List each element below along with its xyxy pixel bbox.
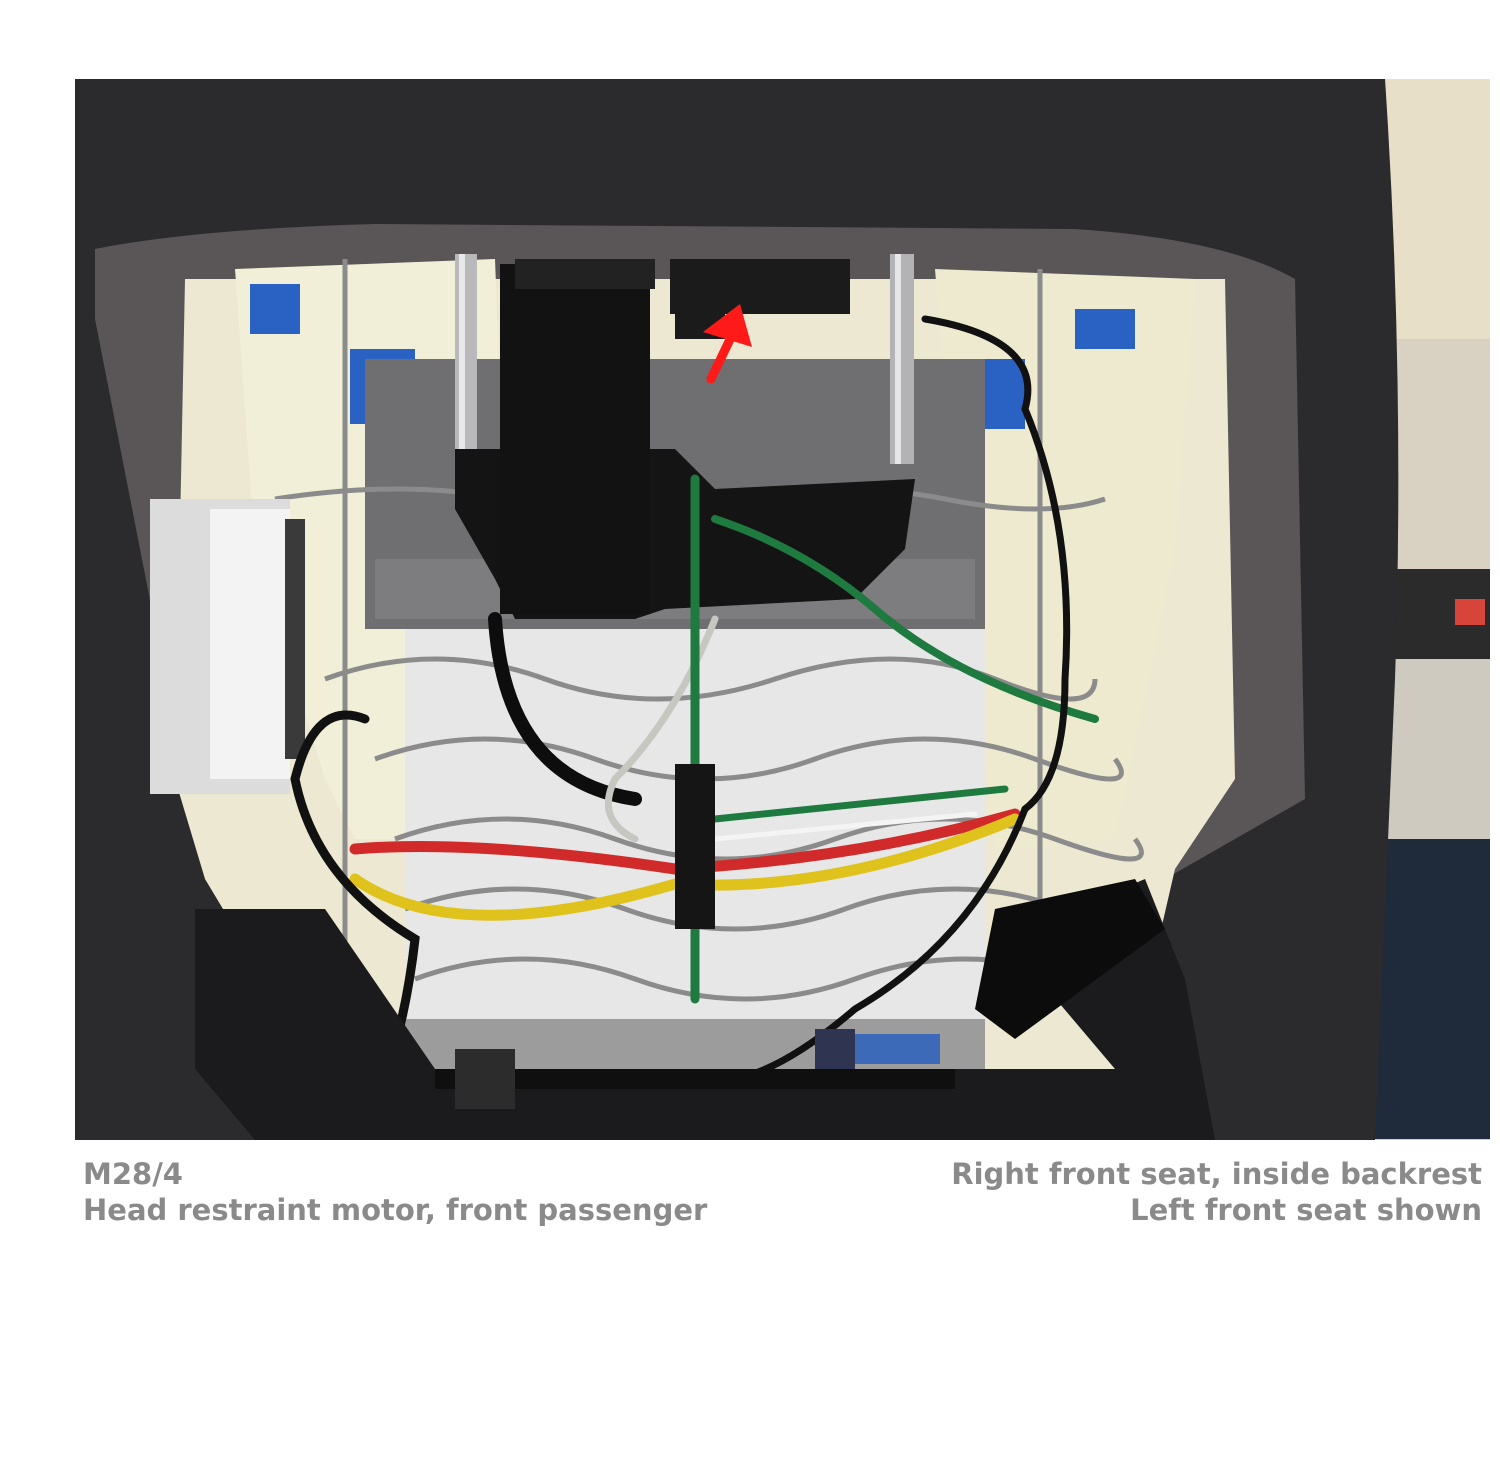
view-note: Left front seat shown [1130,1193,1482,1227]
seat-backrest-photo [75,79,1490,1140]
component-location: Right front seat, inside backrest [951,1157,1482,1191]
component-name: Head restraint motor, front passenger [83,1193,708,1227]
component-code: M28/4 [83,1157,183,1191]
caption-left: M28/4 Head restraint motor, front passen… [83,1156,707,1228]
red-pointer-arrow-icon [703,304,752,384]
caption-right: Right front seat, inside backrest Left f… [951,1156,1482,1228]
